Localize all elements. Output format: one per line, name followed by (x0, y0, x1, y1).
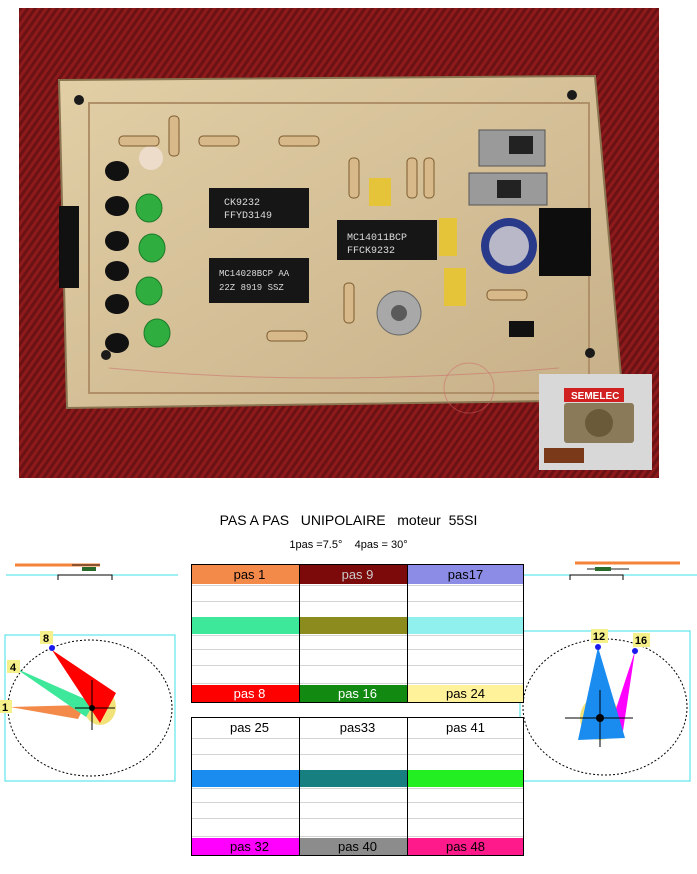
step-band (300, 617, 415, 634)
step-end-label: pas 24 (408, 685, 523, 702)
step-box: pas 1 pas 8 (191, 564, 308, 703)
step-band (192, 770, 307, 787)
page-title: PAS A PAS UNIPOLAIRE moteur 55SI (219, 512, 478, 528)
mark-4: 4 (10, 662, 17, 674)
svg-text:22Z 8919 SSZ: 22Z 8919 SSZ (219, 283, 284, 293)
step-start-label: pas 41 (408, 718, 523, 737)
mark-16: 16 (635, 635, 647, 647)
mark-12: 12 (593, 631, 605, 643)
step-start-label: pas 25 (192, 718, 307, 737)
step-start-label: pas17 (408, 565, 523, 584)
step-box: pas33 pas 40 (299, 717, 416, 856)
svg-text:FFYD3149: FFYD3149 (224, 211, 272, 222)
pole-4-sector (15, 668, 94, 717)
left-rotor-diagram: 8 4 1 (0, 563, 178, 782)
step-band (408, 770, 523, 787)
step-start-label: pas 1 (192, 565, 307, 584)
step-box: pas 41 pas 48 (407, 717, 524, 856)
step-band (408, 617, 523, 634)
pole-12-sector (578, 647, 625, 740)
right-rotor-diagram: 12 16 (515, 561, 697, 782)
motor-photo-inset: SEMELEC (539, 374, 652, 470)
mark-8: 8 (43, 633, 49, 645)
step-end-label: pas 32 (192, 838, 307, 855)
svg-text:SEMELEC: SEMELEC (571, 391, 619, 402)
svg-text:CK9232: CK9232 (224, 198, 260, 209)
pole-1-sector (10, 705, 85, 719)
svg-text:MC14011BCP: MC14011BCP (347, 233, 407, 244)
step-end-label: pas 16 (300, 685, 415, 702)
step-box: pas 25 pas 32 (191, 717, 308, 856)
svg-text:MC14028BCP AA: MC14028BCP AA (219, 269, 290, 279)
mark-1: 1 (2, 702, 8, 714)
pole-8-sector (52, 650, 116, 723)
step-box: pas 9 pas 16 (299, 564, 416, 703)
step-end-label: pas 8 (192, 685, 307, 702)
step-box: pas17 pas 24 (407, 564, 524, 703)
step-start-label: pas33 (300, 718, 415, 737)
circuit-board-photo: CK9232 FFYD3149 MC14028BCP AA 22Z 8919 S… (19, 8, 659, 478)
step-end-label: pas 40 (300, 838, 415, 855)
step-band (300, 770, 415, 787)
step-end-label: pas 48 (408, 838, 523, 855)
step-start-label: pas 9 (300, 565, 415, 584)
step-angle-note: 1pas =7.5° 4pas = 30° (289, 539, 408, 551)
step-band (192, 617, 307, 634)
svg-text:FFCK9232: FFCK9232 (347, 246, 395, 257)
